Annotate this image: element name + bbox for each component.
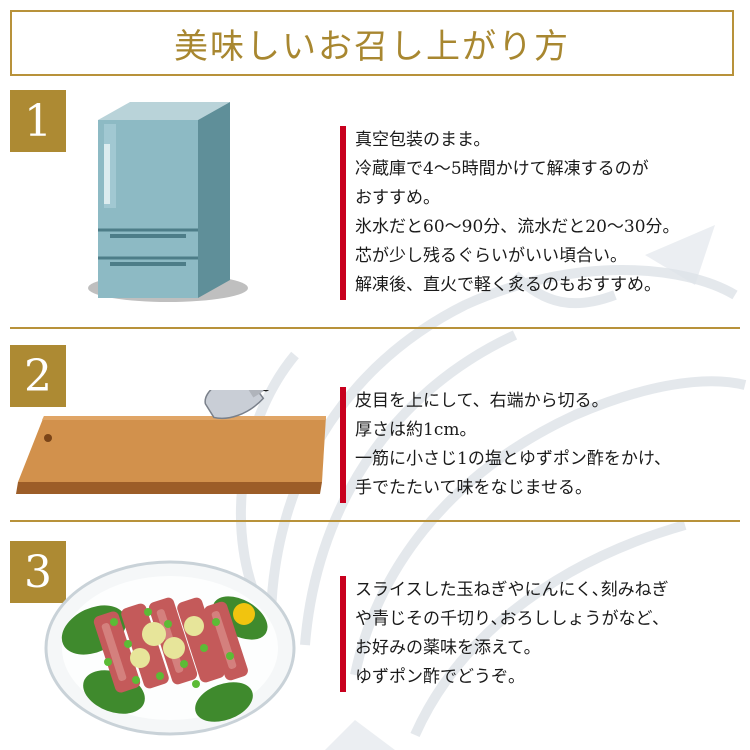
step-2-number: 2: [10, 345, 66, 407]
refrigerator-icon: [88, 102, 248, 302]
step-2-line: 手でたたいて味をなじませる。: [355, 478, 592, 498]
fish-watermark-icon: [235, 225, 747, 750]
divider: [10, 327, 740, 329]
page-title: 美味しいお召し上がり方: [174, 26, 570, 67]
step-2-line: 厚さは約1cm。: [355, 420, 477, 440]
step-3-line: お好みの薬味を添えて。: [355, 638, 541, 658]
step-1-line: おすすめ。: [355, 188, 440, 208]
title-box: 美味しいお召し上がり方: [10, 10, 734, 76]
divider: [10, 520, 740, 522]
step-1-number: 1: [10, 90, 66, 152]
step-2-line: 皮目を上にして、右端から切る。: [355, 391, 609, 411]
step-1-line: 解凍後、直火で軽く炙るのもおすすめ。: [355, 275, 661, 295]
step-3-line: スライスした玉ねぎやにんにく､刻みねぎ: [355, 580, 669, 600]
step-1-line: 氷水だと60〜90分、流水だと20〜30分。: [355, 217, 680, 237]
step-2-line: 一筋に小さじ1の塩とゆずポン酢をかけ、: [355, 449, 671, 469]
step-2-text: 皮目を上にして、右端から切る。 厚さは約1cm。 一筋に小さじ1の塩とゆずポン酢…: [340, 387, 671, 503]
step-3-line: ゆずポン酢でどうぞ。: [355, 667, 525, 687]
step-1-line: 芯が少し残るぐらいがいい頃合い。: [355, 246, 627, 266]
step-3-line: や青じその千切り､おろししょうがなど､: [355, 609, 661, 629]
step-1-line: 冷蔵庫で4〜5時間かけて解凍するのが: [355, 159, 649, 179]
step-1-line: 真空包装のまま。: [355, 130, 491, 150]
step-1-text: 真空包装のまま。 冷蔵庫で4〜5時間かけて解凍するのが おすすめ。 氷水だと60…: [340, 126, 680, 300]
step-3-text: スライスした玉ねぎやにんにく､刻みねぎ や青じその千切り､おろししょうがなど､ …: [340, 576, 669, 692]
cutting-board-knife-icon: [16, 390, 326, 494]
step-3-number: 3: [10, 541, 66, 603]
tataki-plate-icon: [44, 560, 296, 736]
